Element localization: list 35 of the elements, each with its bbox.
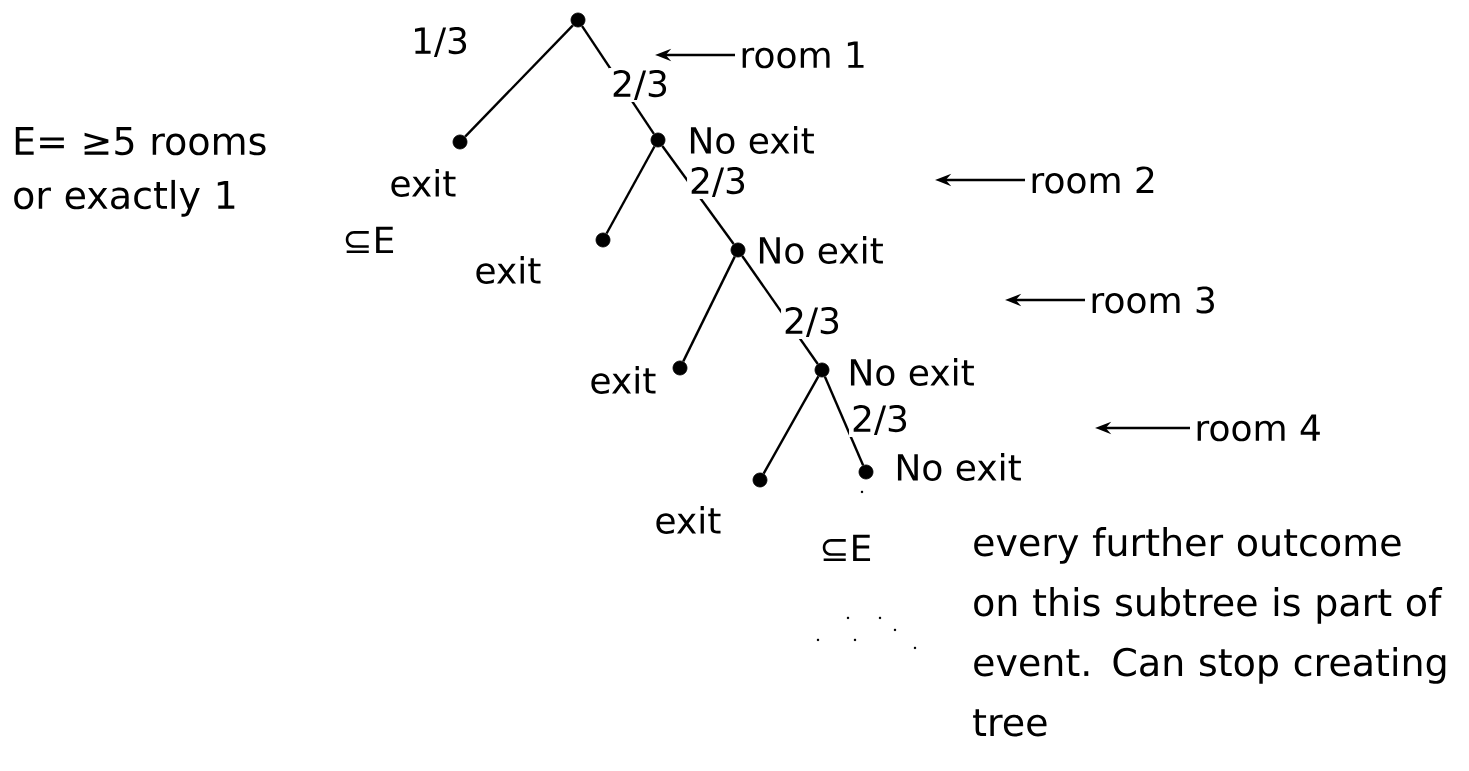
branch-line — [605, 145, 656, 235]
outcome-label: No exit — [850, 358, 974, 386]
branch-line — [682, 256, 736, 362]
edge-label: 2/3 — [687, 164, 749, 200]
tree-node-dot — [858, 464, 874, 480]
edge-label: 2/3 — [609, 67, 671, 103]
branch-line — [823, 376, 865, 466]
tree-node-dot — [672, 360, 688, 376]
outcome-label: exit — [476, 256, 541, 284]
tree-node-dot — [570, 12, 586, 28]
outcome-label: exit — [391, 169, 456, 197]
tree-node-dot — [650, 132, 666, 148]
tree-node-dot — [730, 242, 746, 258]
tree-node-dot — [595, 232, 611, 248]
room-label: room 2 — [1032, 166, 1154, 194]
outcome-label: ⊆E — [822, 534, 870, 562]
room-label: room 4 — [1197, 414, 1320, 442]
edge-label: 2/3 — [849, 402, 911, 437]
note-text: every further outcome on this subtree is part of event. Can stop creating tree — [973, 527, 1446, 737]
edge-label: 1/3 — [409, 24, 471, 60]
outcome-label: No exit — [690, 126, 814, 154]
outcome-label: exit — [656, 506, 721, 534]
outcome-label: exit — [591, 366, 656, 394]
tree-node-dot — [452, 134, 468, 150]
edge-label: 2/3 — [781, 304, 843, 340]
branch-line — [762, 375, 820, 475]
outcome-label: No exit — [759, 236, 883, 264]
room-label: room 1 — [742, 41, 864, 69]
tree-node-dot — [814, 362, 830, 378]
tree-node-dot — [752, 472, 768, 488]
branch-line — [464, 24, 574, 138]
outcome-label: No exit — [897, 453, 1021, 481]
room-label: room 3 — [1092, 286, 1214, 314]
outcome-label: ⊆E — [345, 226, 394, 254]
note-text: E= ≥5 rooms or exactly 1 — [14, 127, 266, 217]
